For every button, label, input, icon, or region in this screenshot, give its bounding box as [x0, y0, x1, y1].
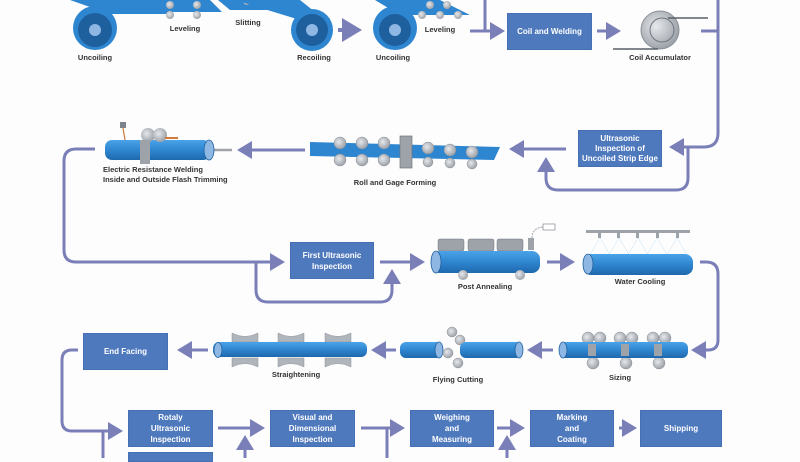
- visual-dimensional-box: Visual and Dimensional Inspection: [270, 410, 355, 447]
- first-ultrasonic-box: First Ultrasonic Inspection: [290, 242, 374, 279]
- marking-coating-box: Marking and Coating: [530, 410, 614, 447]
- erw-illustration: [105, 122, 232, 164]
- roll-forming-illustration: [310, 135, 500, 170]
- water-cooling-illustration: [582, 230, 693, 275]
- arrow: [669, 0, 720, 156]
- post-annealing-illustration: [430, 223, 556, 280]
- uncoiling-2-illustration: [373, 0, 470, 50]
- arrow: [691, 260, 720, 359]
- slitting-label: Slitting: [235, 18, 261, 27]
- water-cooling-label: Water Cooling: [614, 277, 666, 286]
- shipping-box: Shipping: [640, 410, 722, 447]
- arrow: [60, 348, 123, 440]
- recoiling-label: Recoiling: [297, 53, 331, 62]
- coil-accumulator-label: Coil Accumulator: [629, 53, 691, 62]
- weighing-measuring-box: Weighing and Measuring: [410, 410, 494, 447]
- post-annealing-label: Post Annealing: [457, 282, 513, 291]
- leveling-2-illustration: [418, 1, 462, 19]
- sizing-illustration: [558, 331, 688, 370]
- straightening-label: Straightening: [271, 370, 321, 379]
- arrow: [537, 147, 690, 192]
- uncoiling-1-label: Uncoiling: [77, 53, 113, 62]
- leveling-1-label: Leveling: [169, 24, 201, 33]
- roll-forming-label: Roll and Gage Forming: [353, 178, 437, 187]
- coil-welding-box: Coil and Welding: [507, 13, 592, 50]
- flying-cutting-label: Flying Cutting: [432, 375, 484, 384]
- erw-label: Electric Resistance Welding Inside and O…: [103, 165, 228, 184]
- ultrasonic-strip-edge-box: Ultrasonic Inspection of Uncoiled Strip …: [578, 130, 662, 167]
- next-process-box: [128, 452, 213, 462]
- uncoiling-2-label: Uncoiling: [375, 53, 411, 62]
- rotary-ultrasonic-box: Rotaly Ultrasonic Inspection: [128, 410, 213, 447]
- flying-cutting-illustration: [400, 326, 524, 369]
- arrow: [254, 262, 401, 304]
- leveling-1-illustration: [138, 0, 222, 19]
- recoiling-illustration: [235, 0, 333, 51]
- end-facing-box: End Facing: [83, 333, 168, 370]
- sizing-label: Sizing: [608, 373, 632, 382]
- straightening-illustration: [213, 332, 367, 368]
- coil-accumulator-icon: [613, 10, 708, 50]
- leveling-2-label: Leveling: [424, 25, 456, 34]
- arrow: [62, 147, 285, 271]
